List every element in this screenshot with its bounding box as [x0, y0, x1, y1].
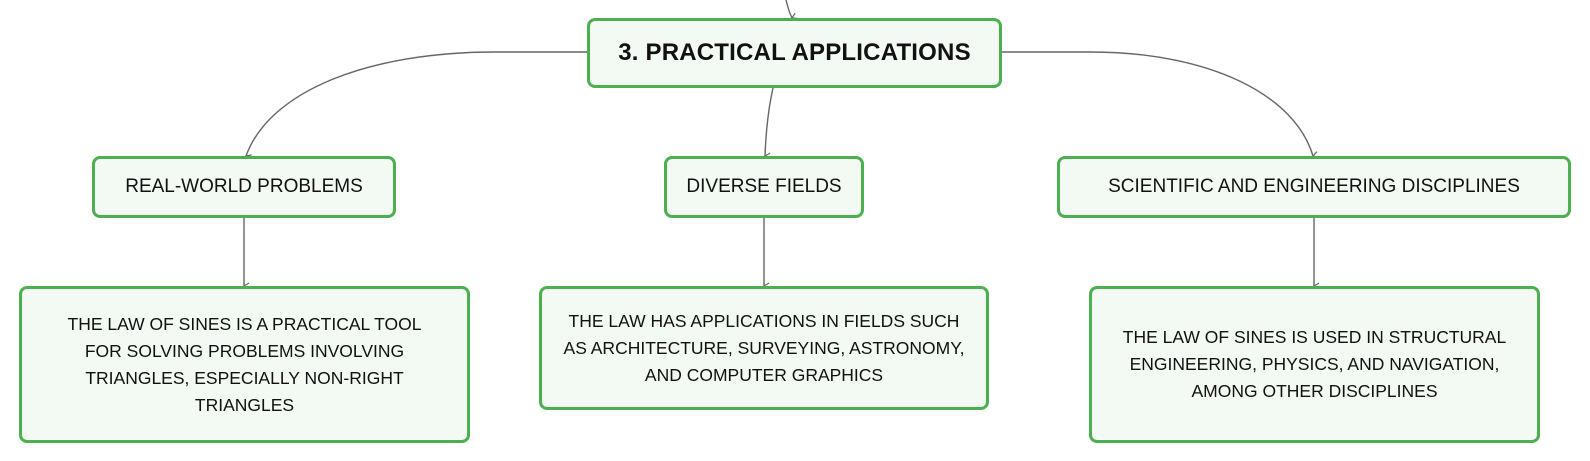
- incoming-connector: [785, 0, 798, 20]
- root-node-practical-applications[interactable]: 3. PRACTICAL APPLICATIONS: [587, 18, 1002, 88]
- branch-node-diverse-fields[interactable]: DIVERSE FIELDS: [664, 156, 864, 218]
- detail-node-real-world-problems[interactable]: THE LAW OF SINES IS A PRACTICAL TOOL FOR…: [19, 286, 470, 443]
- connector-root-to-diverse-fields: [763, 87, 774, 160]
- detail-node-text: THE LAW OF SINES IS USED IN STRUCTURAL E…: [1122, 327, 1507, 401]
- branch-node-scientific-engineering-disciplines[interactable]: SCIENTIFIC AND ENGINEERING DISCIPLINES: [1057, 156, 1571, 218]
- detail-node-diverse-fields[interactable]: THE LAW HAS APPLICATIONS IN FIELDS SUCH …: [539, 286, 989, 410]
- root-node-label: 3. PRACTICAL APPLICATIONS: [618, 39, 971, 66]
- detail-node-text: THE LAW HAS APPLICATIONS IN FIELDS SUCH …: [563, 310, 965, 385]
- branch-node-label: SCIENTIFIC AND ENGINEERING DISCIPLINES: [1108, 176, 1520, 197]
- detail-node-scientific-engineering-disciplines[interactable]: THE LAW OF SINES IS USED IN STRUCTURAL E…: [1089, 286, 1540, 443]
- branch-node-real-world-problems[interactable]: REAL-WORLD PROBLEMS: [92, 156, 396, 218]
- branch-node-label: DIVERSE FIELDS: [686, 176, 842, 197]
- connector-root-to-scientific-disciplines: [1002, 51, 1319, 159]
- connector-root-to-real-world-problems: [244, 51, 587, 161]
- detail-node-text: THE LAW OF SINES IS A PRACTICAL TOOL FOR…: [67, 313, 422, 415]
- branch-node-label: REAL-WORLD PROBLEMS: [125, 176, 363, 197]
